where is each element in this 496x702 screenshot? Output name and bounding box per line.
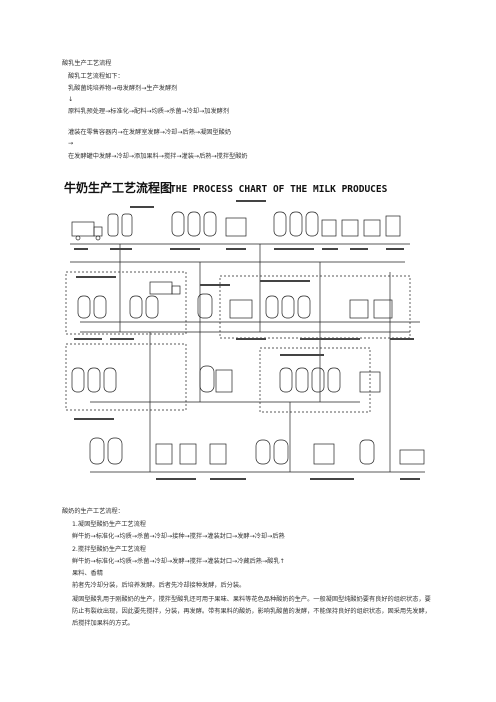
stirred-yogurt-title: 2.搅拌型酸奶生产工艺流程 xyxy=(72,546,146,553)
section-heading: 酸奶的生产工艺流程： xyxy=(62,508,124,515)
set-yogurt-process: 鲜牛奶→标准化→均质→杀菌→冷却→接种→搅拌→灌装封口→发酵→冷却→后熟 xyxy=(72,533,285,540)
paragraph-1: 前者先冷却分装，后培养发酵。后者先冷却接种发酵，后分装。 xyxy=(72,582,246,589)
chart-title-cn: 牛奶生产工艺流程图 xyxy=(64,180,172,195)
flow-arrow-2: → xyxy=(68,140,74,147)
doc-title: 酸乳生产工艺流程 xyxy=(62,60,112,67)
set-yogurt-flow: 灌装在零售容器内→在发酵室发酵→冷却→后熟→凝固型酸奶 xyxy=(68,129,232,136)
intro-text: 酸乳工艺流程如下： xyxy=(68,73,124,80)
process-flow: 原料乳预处理→标准化→配料→均质→杀菌→冷却→加发酵剂 xyxy=(68,108,230,115)
flow-arrow: ↓ xyxy=(68,96,74,103)
paragraph-2: 凝固型酸乳用于刚酸奶的生产，搅拌型酸乳还可用于果味、果料等花色品种酸奶的生产。一… xyxy=(72,596,431,627)
set-yogurt-title: 1.凝固型酸奶生产工艺流程 xyxy=(72,521,146,528)
stirred-yogurt-process: 鲜牛奶→标准化→均质→杀菌→冷却→发酵→搅拌→灌装封口→冷藏后熟→酸乳↑ xyxy=(72,558,285,565)
chart-title-en: THE PROCESS CHART OF THE MILK PRODUCES xyxy=(170,184,388,195)
process-chart-figure: 牛奶生产工艺流程图 THE PROCESS CHART OF THE MILK … xyxy=(60,172,438,494)
starter-flow: 乳酸菌纯培养物→母发酵剂→生产发酵剂 xyxy=(68,85,178,92)
fruit-flavor-note: 果料、香精 xyxy=(72,570,103,577)
stirred-yogurt-flow: 在发酵罐中发酵→冷却→添加果料→搅拌→灌装→后熟→搅拌型酸奶 xyxy=(68,153,248,160)
